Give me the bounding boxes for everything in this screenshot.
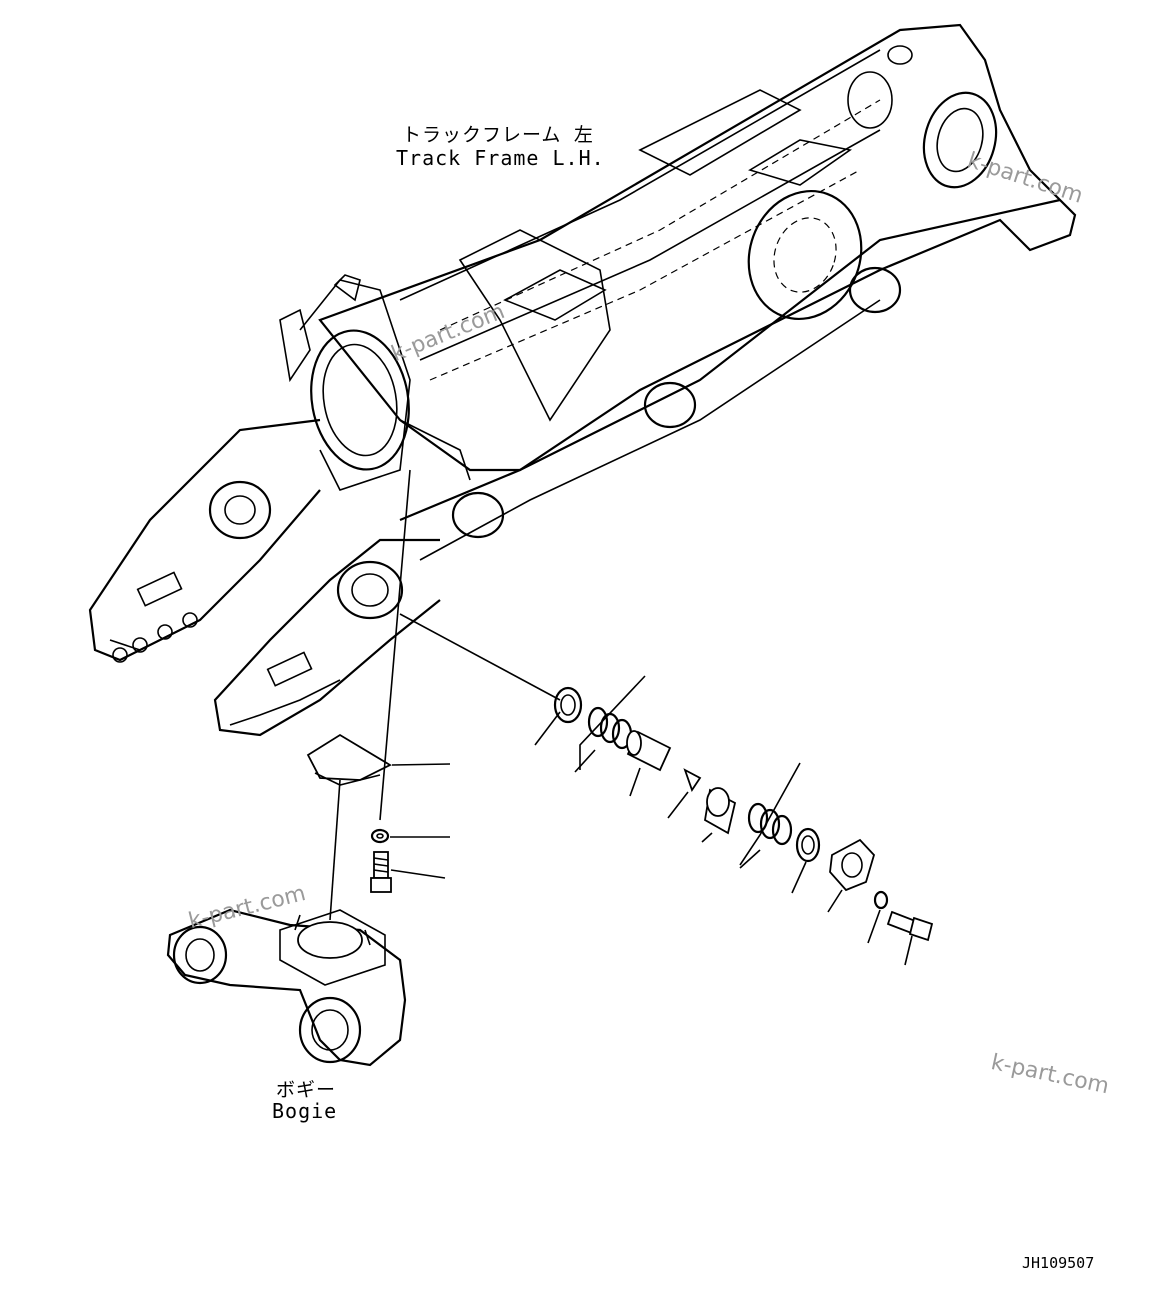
- pin-assembly-parts: [553, 686, 934, 942]
- pin-part: [626, 730, 672, 772]
- plug-part: [683, 768, 702, 793]
- cover-washer-part: [370, 828, 390, 844]
- o-ring-set-2-part: [747, 802, 793, 846]
- track-frame-drawing: [88, 23, 1077, 737]
- flange-cover-part: [829, 838, 876, 892]
- bogie-label-en: Bogie: [272, 1099, 338, 1123]
- lock-washer-part: [873, 890, 889, 910]
- bogie-label-jp: ボギー: [276, 1079, 337, 1101]
- dust-seal-part: [795, 827, 821, 863]
- bogie-drawing: [166, 908, 407, 1067]
- drawing-code: JH109507: [1022, 1254, 1095, 1272]
- track-frame-label-en: Track Frame L.H.: [396, 146, 605, 170]
- cover-bolt-part: [370, 851, 392, 893]
- flange-bolt-part: [886, 910, 934, 942]
- callout-lines: [329, 469, 913, 966]
- seal-ring-part: [553, 686, 583, 724]
- track-frame-label-jp: トラックフレーム 左: [402, 124, 594, 146]
- cover-plate-part: [306, 733, 392, 786]
- bushing-part: [704, 787, 737, 835]
